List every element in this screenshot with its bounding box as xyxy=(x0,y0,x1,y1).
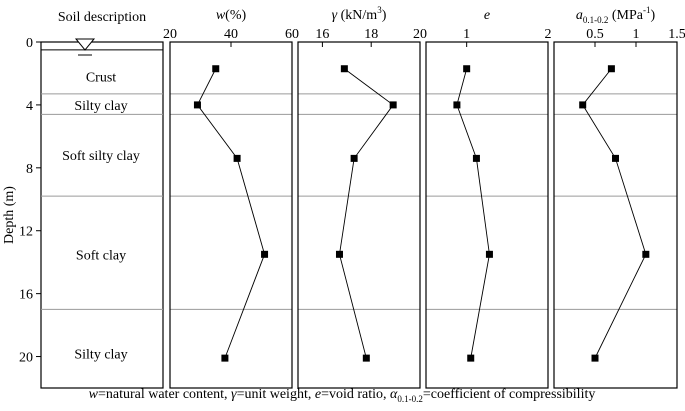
soil-layer-label: Silty clay xyxy=(74,347,127,362)
compressibility-panel-frame xyxy=(553,41,678,389)
water-content-data-point xyxy=(221,354,229,362)
void-ratio-data-point xyxy=(463,65,471,73)
unit-weight-title-close: ) xyxy=(382,8,387,23)
compressibility-series-line xyxy=(582,68,647,359)
unit-weight-x-tick-label: 20 xyxy=(413,27,427,42)
water-content-data-point xyxy=(233,154,241,162)
void-ratio-panel-title: e xyxy=(484,8,490,23)
unit-weight-panel-frame xyxy=(297,41,421,389)
soil-layer-label: Crust xyxy=(86,71,116,86)
unit-weight-series-line xyxy=(339,68,394,359)
water-content-title-unit: (%) xyxy=(225,8,246,23)
void-ratio-data-point xyxy=(485,250,493,258)
compressibility-x-tick-label: 1 xyxy=(633,27,640,42)
water-content-panel-title: w(%) xyxy=(216,8,247,23)
unit-weight-title-superscript: 3 xyxy=(377,5,382,15)
water-content-data-point xyxy=(193,101,201,109)
compressibility-data-point xyxy=(612,154,619,162)
depth-tick-label: 12 xyxy=(19,225,33,240)
water-content-data-point xyxy=(261,250,269,258)
caption-w: w xyxy=(89,387,99,402)
depth-tick-label: 0 xyxy=(26,36,33,51)
depth-tick-label: 20 xyxy=(19,351,33,366)
unit-weight-data-point xyxy=(362,354,370,362)
water-content-x-tick-label: 40 xyxy=(224,27,238,42)
depth-axis-label: Depth (m) xyxy=(2,186,17,244)
water-content-data-point xyxy=(212,65,220,73)
unit-weight-panel-title: γ (kN/m3) xyxy=(332,5,387,23)
compressibility-x-tick-label: 0.5 xyxy=(586,27,604,42)
soil-panel-frame xyxy=(40,41,164,389)
void-ratio-data-point xyxy=(467,354,475,362)
compressibility-title-subscript: 0.1-0.2 xyxy=(583,15,609,25)
unit-weight-data-point xyxy=(350,154,358,162)
void-ratio-title-symbol: e xyxy=(484,8,490,23)
compressibility-data-point xyxy=(607,65,615,73)
unit-weight-data-point xyxy=(389,101,397,109)
depth-tick-label: 16 xyxy=(19,288,33,303)
caption-e-def: =void ratio, xyxy=(321,387,390,402)
unit-weight-x-tick-label: 18 xyxy=(364,27,378,42)
compressibility-title-unit: (MPa xyxy=(608,8,643,23)
depth-tick-label: 8 xyxy=(26,162,33,177)
void-ratio-series-line xyxy=(456,68,490,359)
void-ratio-x-tick-label: 2 xyxy=(545,27,552,42)
void-ratio-data-point xyxy=(472,154,480,162)
caption-e: e xyxy=(315,387,321,402)
void-ratio-data-point xyxy=(453,101,461,109)
water-content-series-line xyxy=(196,68,266,359)
caption-w-def: =natural water content, xyxy=(98,387,231,402)
soil-layer-label: Soft clay xyxy=(76,248,126,263)
compressibility-title-superscript: -1 xyxy=(643,5,651,15)
caption-alpha-sub: 0.1-0.2 xyxy=(397,394,423,404)
water-content-x-tick-label: 20 xyxy=(163,27,177,42)
caption-alpha: α xyxy=(390,387,398,402)
void-ratio-panel-frame xyxy=(425,41,549,389)
unit-weight-title-symbol: γ xyxy=(332,8,338,23)
figure-caption: w=natural water content, γ=unit weight, … xyxy=(89,387,596,404)
caption-gamma: γ xyxy=(231,387,237,402)
soil-layer-label: Silty clay xyxy=(74,99,127,114)
caption-alpha-def: =coefficient of compressibility xyxy=(423,387,595,402)
compressibility-data-point xyxy=(642,250,650,258)
compressibility-title-close: ) xyxy=(650,8,655,23)
depth-tick-label: 4 xyxy=(26,99,33,114)
water-content-x-tick-label: 60 xyxy=(285,27,299,42)
water-table-marker xyxy=(74,38,96,51)
compressibility-x-tick-label: 1.5 xyxy=(668,27,685,42)
unit-weight-x-tick-label: 16 xyxy=(315,27,329,42)
soil-layer-label: Soft silty clay xyxy=(62,149,140,164)
void-ratio-x-tick-label: 1 xyxy=(463,27,470,42)
water-content-title-symbol: w xyxy=(216,8,226,23)
unit-weight-title-unit: (kN/m xyxy=(337,8,377,23)
compressibility-title-symbol: a xyxy=(576,8,583,23)
caption-gamma-def: =unit weight, xyxy=(237,387,315,402)
compressibility-data-point xyxy=(591,354,599,362)
soil-panel-title: Soil description xyxy=(58,10,146,25)
unit-weight-data-point xyxy=(340,65,348,73)
unit-weight-data-point xyxy=(335,250,343,258)
compressibility-panel-title: a0.1-0.2 (MPa-1) xyxy=(576,5,656,25)
compressibility-data-point xyxy=(579,101,587,109)
